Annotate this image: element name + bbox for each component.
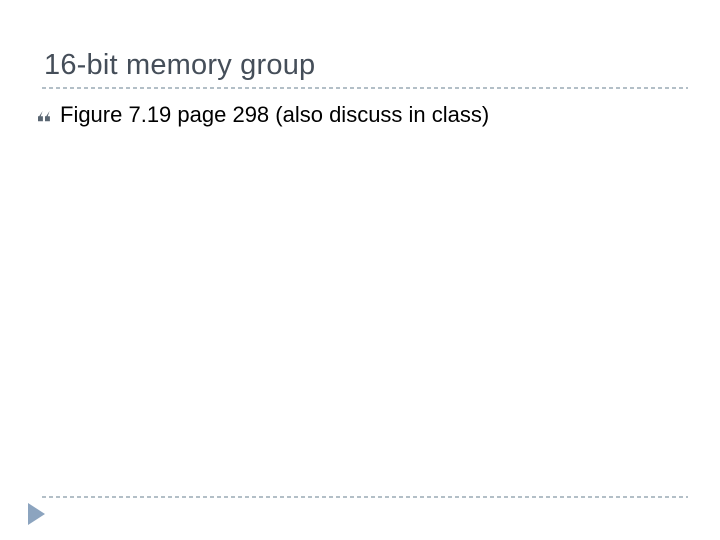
double-quote-bullet-icon (38, 109, 51, 122)
bullet-text: Figure 7.19 page 298 (also discuss in cl… (60, 102, 490, 127)
slide-title: 16-bit memory group (44, 49, 316, 81)
title-divider (42, 87, 688, 89)
footer-divider (42, 496, 688, 498)
bullet-item: Figure 7.19 page 298 (also discuss in cl… (38, 102, 489, 128)
play-triangle-icon (28, 503, 46, 526)
